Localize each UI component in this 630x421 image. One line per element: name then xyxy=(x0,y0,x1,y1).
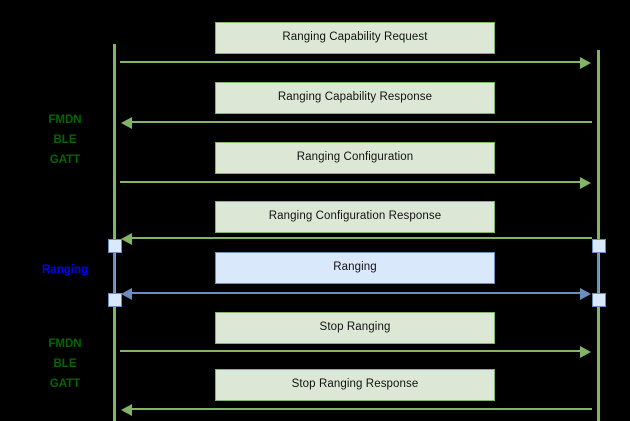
arrow-head-1-left xyxy=(121,117,132,129)
message-label-2: Ranging Configuration xyxy=(296,151,414,164)
arrow-head-4-left xyxy=(121,288,132,300)
arrow-head-3-left xyxy=(121,233,132,245)
message-box-4: Ranging xyxy=(215,252,495,284)
arrow-shaft-2 xyxy=(120,181,580,183)
message-box-0: Ranging Capability Request xyxy=(215,22,495,54)
arrow-shaft-1 xyxy=(132,121,592,123)
arrow-shaft-3 xyxy=(132,237,592,239)
arrow-head-4-right xyxy=(580,288,591,300)
phase-label-1: Ranging xyxy=(42,264,88,276)
phase-label-2: FMDN BLE GATT xyxy=(48,338,82,390)
arrow-head-6-left xyxy=(121,404,132,416)
message-box-1: Ranging Capability Response xyxy=(215,82,495,114)
message-label-6: Stop Ranging Response xyxy=(291,378,419,391)
message-label-5: Stop Ranging xyxy=(319,321,391,334)
right-activation-end xyxy=(592,293,606,307)
arrow-head-5-right xyxy=(580,346,591,358)
right-activation-start xyxy=(592,239,606,253)
arrow-shaft-4 xyxy=(132,292,580,294)
arrow-shaft-5 xyxy=(120,350,580,352)
message-box-2: Ranging Configuration xyxy=(215,142,495,174)
right-activation-bar xyxy=(597,246,599,300)
message-box-3: Ranging Configuration Response xyxy=(215,201,495,233)
message-box-5: Stop Ranging xyxy=(215,312,495,344)
arrow-shaft-6 xyxy=(132,408,592,410)
arrow-shaft-0 xyxy=(120,61,580,63)
left-activation-end xyxy=(108,293,122,307)
message-label-4: Ranging xyxy=(333,261,377,274)
arrow-head-0-right xyxy=(580,57,591,69)
arrow-head-2-right xyxy=(580,177,591,189)
message-label-3: Ranging Configuration Response xyxy=(268,210,442,223)
left-lifeline xyxy=(113,44,116,421)
left-activation-bar xyxy=(113,246,115,300)
message-label-0: Ranging Capability Request xyxy=(282,31,428,44)
phase-label-0: FMDN BLE GATT xyxy=(48,114,82,166)
left-activation-start xyxy=(108,239,122,253)
message-label-1: Ranging Capability Response xyxy=(277,91,433,104)
message-box-6: Stop Ranging Response xyxy=(215,369,495,401)
right-lifeline xyxy=(597,50,600,421)
